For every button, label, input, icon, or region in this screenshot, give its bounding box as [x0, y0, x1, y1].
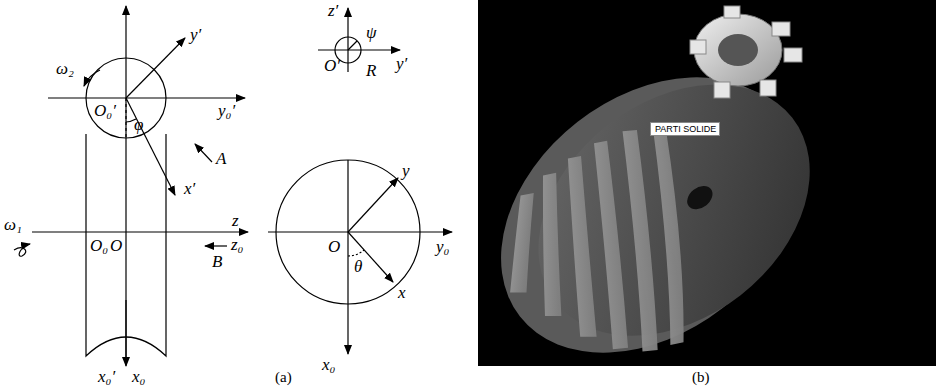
axis-label: x₀ — [322, 356, 335, 373]
origin-label: O′ — [324, 57, 340, 74]
axis-label: y₀′ — [218, 102, 235, 119]
axis-label: z′ — [328, 2, 338, 19]
axis-label: y — [402, 162, 410, 179]
axis-label: x′ — [184, 180, 195, 197]
origin-label: O — [110, 237, 122, 254]
worm-gear — [690, 6, 802, 98]
panel-caption: (a) — [275, 370, 292, 385]
origin-label: O — [328, 238, 340, 255]
tag-box: PARTI SOLIDE — [650, 122, 720, 136]
axis-label: y′ — [190, 26, 201, 43]
axis-label: z₀ — [231, 236, 244, 253]
panel-caption: (b) — [692, 370, 710, 385]
direction-label: A — [216, 150, 226, 167]
axis-label: y₀ — [436, 238, 449, 255]
axis-label: x — [398, 284, 406, 301]
origin-label: O₀ — [90, 237, 108, 254]
rotation-label: ω₂ — [56, 60, 74, 77]
coordinate-sketch — [14, 6, 452, 366]
rotation-label: ω₁ — [4, 216, 22, 233]
origin-label: O₀′ — [94, 102, 116, 119]
angle-label: θ — [354, 258, 362, 275]
axis-label: z — [232, 212, 239, 229]
axis-label: x₀′ — [98, 368, 115, 385]
axis-label: y′ — [396, 55, 407, 72]
direction-label: B — [212, 253, 222, 270]
angle-label: φ — [134, 116, 143, 133]
radius-label: R — [366, 62, 376, 79]
worm-wheel-render — [447, 0, 936, 391]
tag-text: PARTI SOLIDE — [655, 125, 715, 134]
axis-label: x₀ — [132, 368, 145, 385]
angle-label: ψ — [366, 24, 377, 41]
